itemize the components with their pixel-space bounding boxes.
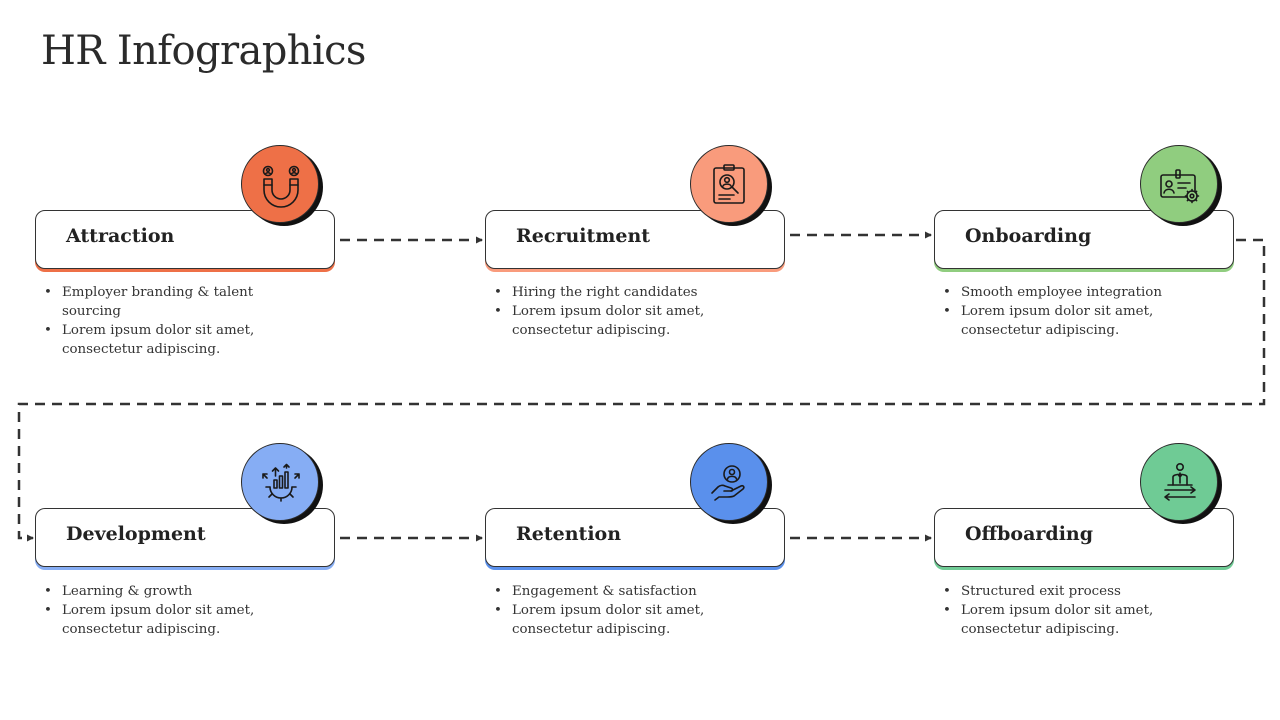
stage-label: Retention bbox=[516, 523, 622, 545]
connector-arrow-3 bbox=[17, 238, 1266, 542]
stage-icon-badge-development bbox=[241, 443, 325, 527]
stage-label: Recruitment bbox=[516, 225, 651, 247]
magnet-people-icon bbox=[262, 165, 300, 208]
stage-label: Onboarding bbox=[965, 225, 1092, 247]
stage-bullets-offboarding: Structured exit process Lorem ipsum dolo… bbox=[939, 582, 1189, 639]
stage-bullets-onboarding: Smooth employee integration Lorem ipsum … bbox=[939, 283, 1189, 340]
stage-label: Attraction bbox=[66, 225, 175, 247]
stage-bullets-recruitment: Hiring the right candidates Lorem ipsum … bbox=[490, 283, 740, 340]
resume-search-icon bbox=[713, 164, 745, 204]
hand-holding-person-icon bbox=[711, 465, 745, 501]
list-item: Lorem ipsum dolor sit amet, consectetur … bbox=[40, 321, 290, 359]
list-item: Engagement & satisfaction bbox=[490, 582, 740, 601]
list-item: Lorem ipsum dolor sit amet, consectetur … bbox=[490, 302, 740, 340]
stage-icon-badge-attraction bbox=[241, 145, 325, 229]
stage-card-recruitment: Recruitment bbox=[485, 210, 785, 269]
stage-icon-badge-onboarding bbox=[1140, 145, 1224, 229]
page-title: HR Infographics bbox=[41, 28, 366, 74]
stage-bullets-development: Learning & growth Lorem ipsum dolor sit … bbox=[40, 582, 290, 639]
stage-icon-badge-offboarding bbox=[1140, 443, 1224, 527]
person-exit-arrows-icon bbox=[1164, 462, 1196, 501]
growth-gear-icon bbox=[262, 463, 300, 502]
list-item: Lorem ipsum dolor sit amet, consectetur … bbox=[939, 601, 1189, 639]
list-item: Smooth employee integration bbox=[939, 283, 1189, 302]
list-item: Structured exit process bbox=[939, 582, 1189, 601]
stage-icon-badge-recruitment bbox=[690, 145, 774, 229]
stage-bullets-attraction: Employer branding & talent sourcing Lore… bbox=[40, 283, 290, 359]
stage-card-onboarding: Onboarding bbox=[934, 210, 1234, 269]
stage-icon-badge-retention bbox=[690, 443, 774, 527]
id-card-gear-icon bbox=[1160, 169, 1200, 204]
stage-label: Offboarding bbox=[965, 523, 1094, 545]
list-item: Learning & growth bbox=[40, 582, 290, 601]
list-item: Lorem ipsum dolor sit amet, consectetur … bbox=[490, 601, 740, 639]
list-item: Lorem ipsum dolor sit amet, consectetur … bbox=[939, 302, 1189, 340]
stage-bullets-retention: Engagement & satisfaction Lorem ipsum do… bbox=[490, 582, 740, 639]
stage-label: Development bbox=[66, 523, 206, 545]
list-item: Employer branding & talent sourcing bbox=[40, 283, 290, 321]
list-item: Lorem ipsum dolor sit amet, consectetur … bbox=[40, 601, 290, 639]
list-item: Hiring the right candidates bbox=[490, 283, 740, 302]
